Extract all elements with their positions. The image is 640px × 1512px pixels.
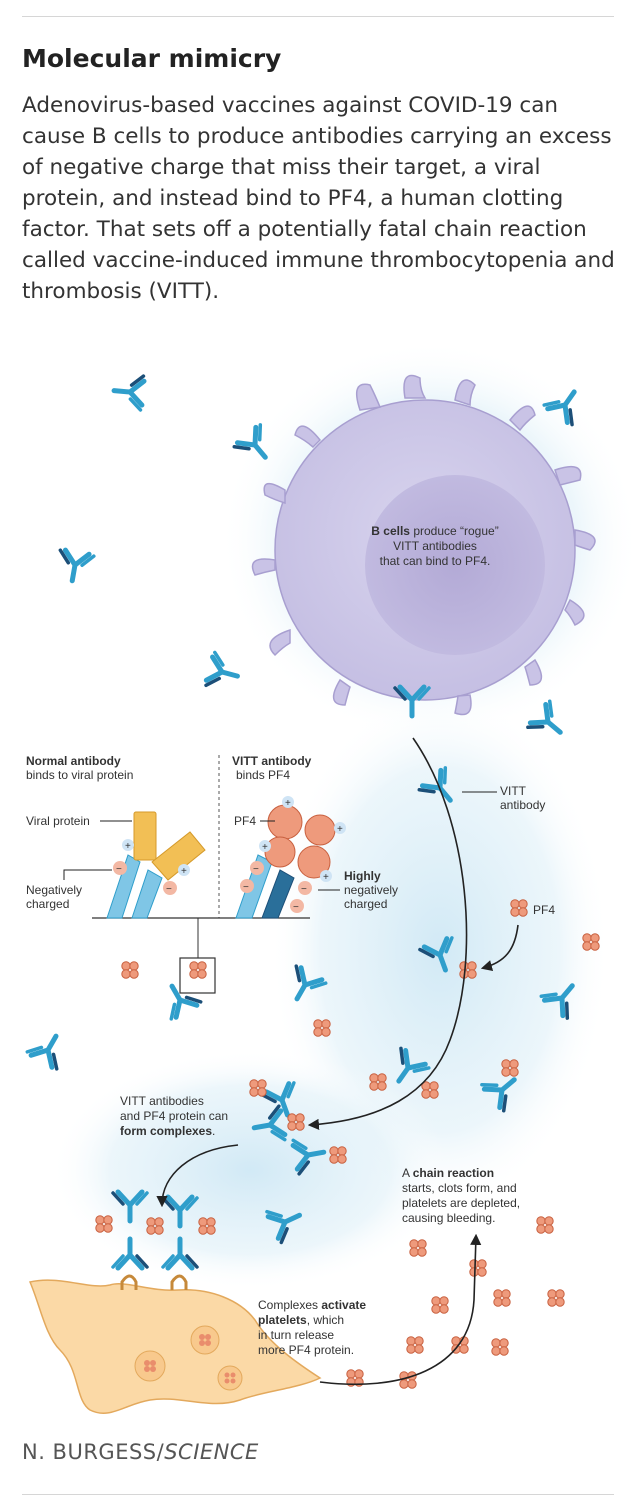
svg-text:−: −	[116, 864, 122, 875]
figure-title: Molecular mimicry	[22, 44, 282, 73]
chain-label-line1: A chain reaction	[402, 1166, 494, 1180]
complexes-label-line2: and PF4 protein can	[120, 1109, 228, 1123]
pf4-icon	[121, 961, 139, 979]
svg-text:+: +	[125, 841, 131, 852]
inset-panel: − − + + − − − − + + + +	[63, 755, 346, 994]
pf4-icon	[493, 1289, 511, 1307]
highly-charged-line3: charged	[344, 897, 387, 911]
complexes-label-line1: VITT antibodies	[120, 1094, 204, 1108]
pf4-icon	[409, 1239, 427, 1257]
complexes-label-line3: form complexes.	[120, 1124, 215, 1138]
activate-label-line3: in turn release	[258, 1328, 334, 1342]
vitt-antibody-heading: VITT antibody	[232, 754, 312, 768]
highly-charged-line2: negatively	[344, 883, 398, 897]
pf4-icon	[547, 1289, 565, 1307]
chain-label-line2: starts, clots form, and	[402, 1181, 517, 1195]
chain-label-line4: causing bleeding.	[402, 1211, 495, 1225]
svg-text:+: +	[337, 824, 343, 835]
svg-text:+: +	[285, 798, 291, 809]
bottom-rule	[22, 1494, 614, 1495]
image-credit: N. BURGESS/SCIENCE	[22, 1440, 259, 1464]
pf4-icon	[536, 1216, 554, 1234]
antibody-icon	[157, 978, 201, 1020]
vitt-antibody-label-line1: VITT	[500, 784, 527, 798]
negatively-charged-line1: Negatively	[26, 883, 82, 897]
svg-text:−: −	[253, 864, 259, 875]
bcell-label-line2: VITT antibodies	[393, 539, 477, 553]
antibody-icon	[113, 374, 145, 410]
vitt-antibody-sub: binds PF4	[236, 768, 290, 782]
pf4-icon	[399, 1371, 417, 1389]
antibody-icon	[55, 549, 94, 583]
flow-arrow	[307, 737, 468, 1130]
platelet	[28, 1274, 322, 1414]
antibody-icon	[205, 652, 242, 692]
b-cell	[251, 374, 596, 716]
negatively-charged-line2: charged	[26, 897, 69, 911]
chain-arrow	[319, 1233, 482, 1386]
activate-label-line4: more PF4 protein.	[258, 1343, 354, 1357]
pf4-icon	[469, 1259, 487, 1277]
credit-author: N. BURGESS/	[22, 1440, 165, 1464]
activate-label-line2: platelets, which	[258, 1313, 344, 1327]
chain-label-line3: platelets are depleted,	[402, 1196, 520, 1210]
svg-text:+: +	[181, 866, 187, 877]
normal-antibody-sub: binds to viral protein	[26, 768, 133, 782]
top-rule	[22, 16, 614, 17]
svg-text:−: −	[301, 884, 307, 895]
svg-text:−: −	[293, 902, 299, 913]
credit-source: SCIENCE	[164, 1440, 259, 1464]
antibody-icon	[27, 1028, 71, 1070]
pf4-label: PF4	[533, 903, 555, 917]
activate-label-line1: Complexes activate	[258, 1298, 366, 1312]
svg-text:+: +	[262, 842, 268, 853]
normal-antibody-heading: Normal antibody	[26, 754, 121, 768]
vitt-antibody-label-line2: antibody	[500, 798, 545, 812]
pf4-icon	[406, 1336, 424, 1354]
bcell-label-line1: B cells produce “rogue”	[371, 524, 498, 538]
inset-pf4-label: PF4	[234, 814, 256, 828]
pf4-icon	[491, 1338, 509, 1356]
svg-text:−: −	[243, 882, 249, 893]
pf4-icon	[431, 1296, 449, 1314]
bcell-label-line3: that can bind to PF4.	[380, 554, 491, 568]
pf4-arrow	[480, 924, 519, 972]
complex-arrow	[156, 1144, 239, 1208]
highly-charged-line1: Highly	[344, 869, 381, 883]
intro-text: Adenovirus-based vaccines against COVID-…	[22, 93, 615, 304]
svg-text:+: +	[323, 872, 329, 883]
svg-text:−: −	[166, 884, 172, 895]
viral-protein-label: Viral protein	[26, 814, 90, 828]
